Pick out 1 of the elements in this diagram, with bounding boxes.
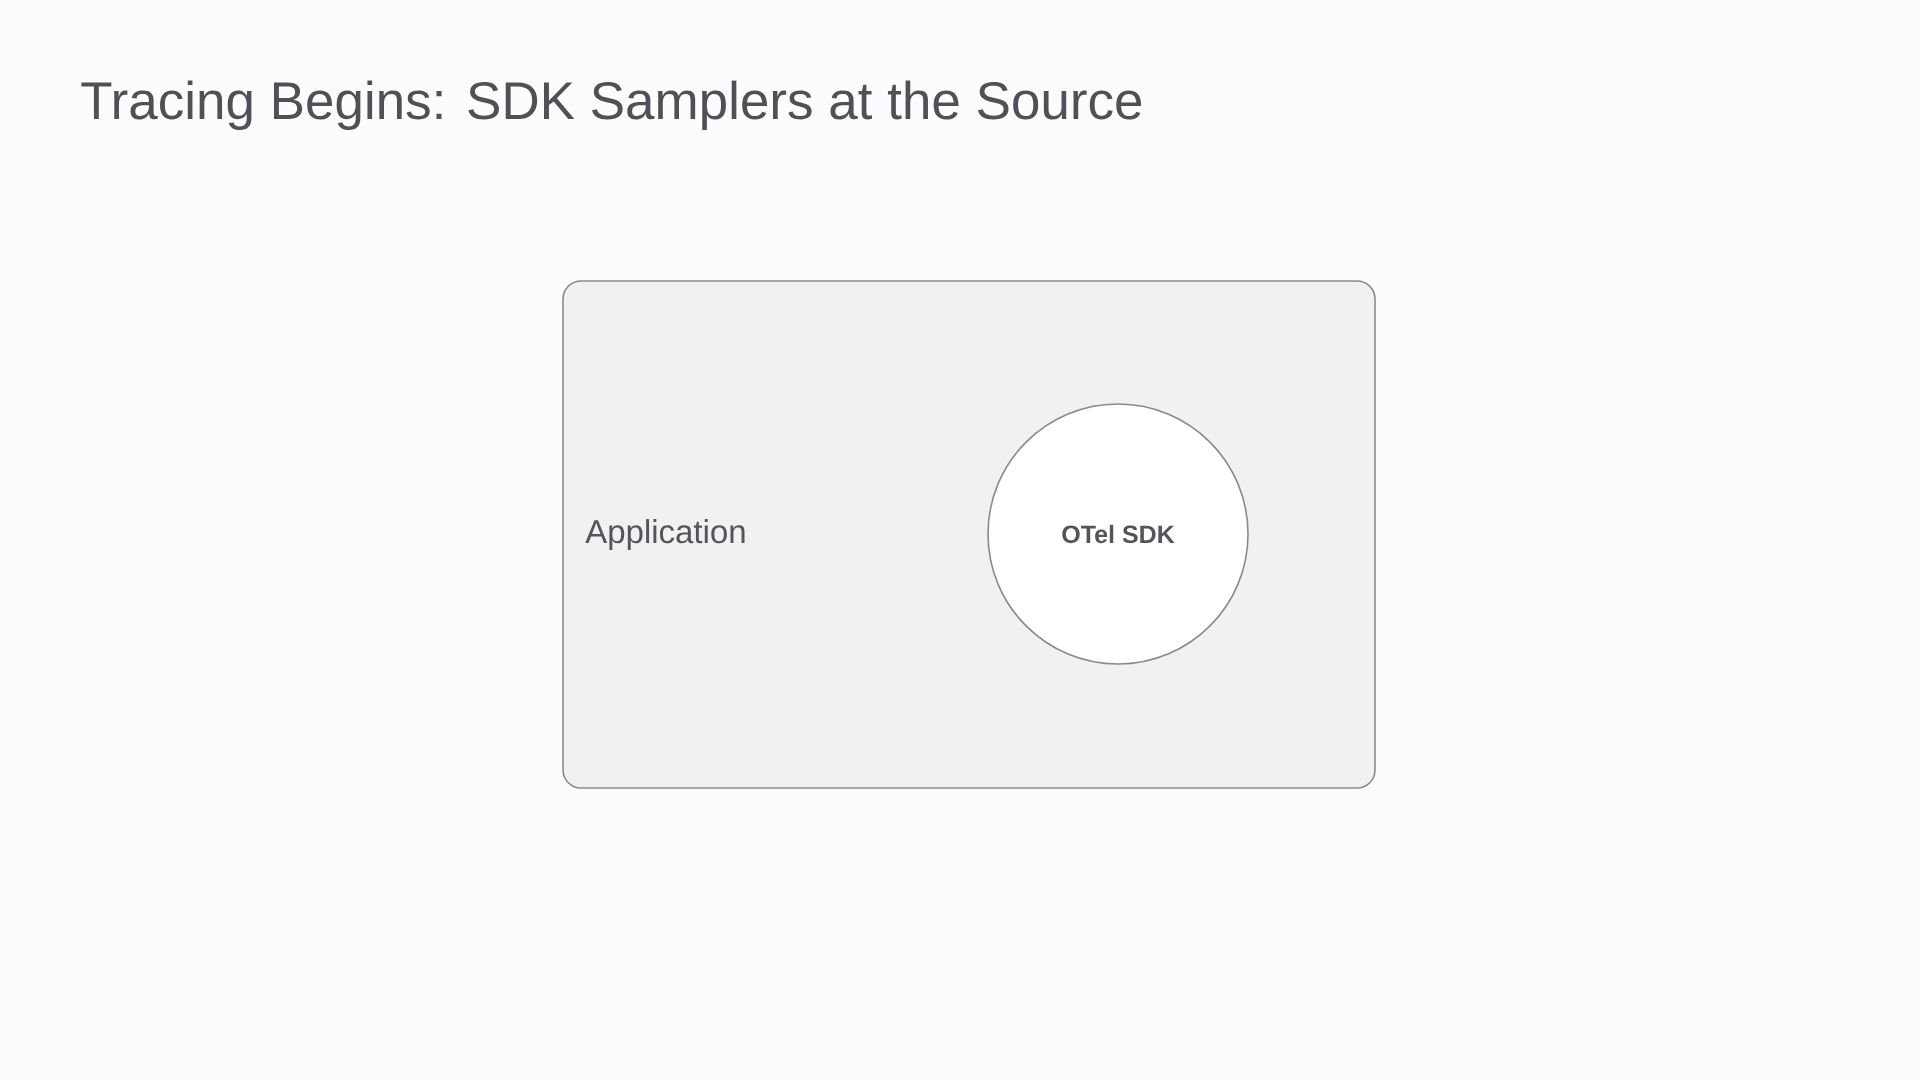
slide-title: Tracing Begins: SDK Samplers at the Source <box>81 80 1142 130</box>
